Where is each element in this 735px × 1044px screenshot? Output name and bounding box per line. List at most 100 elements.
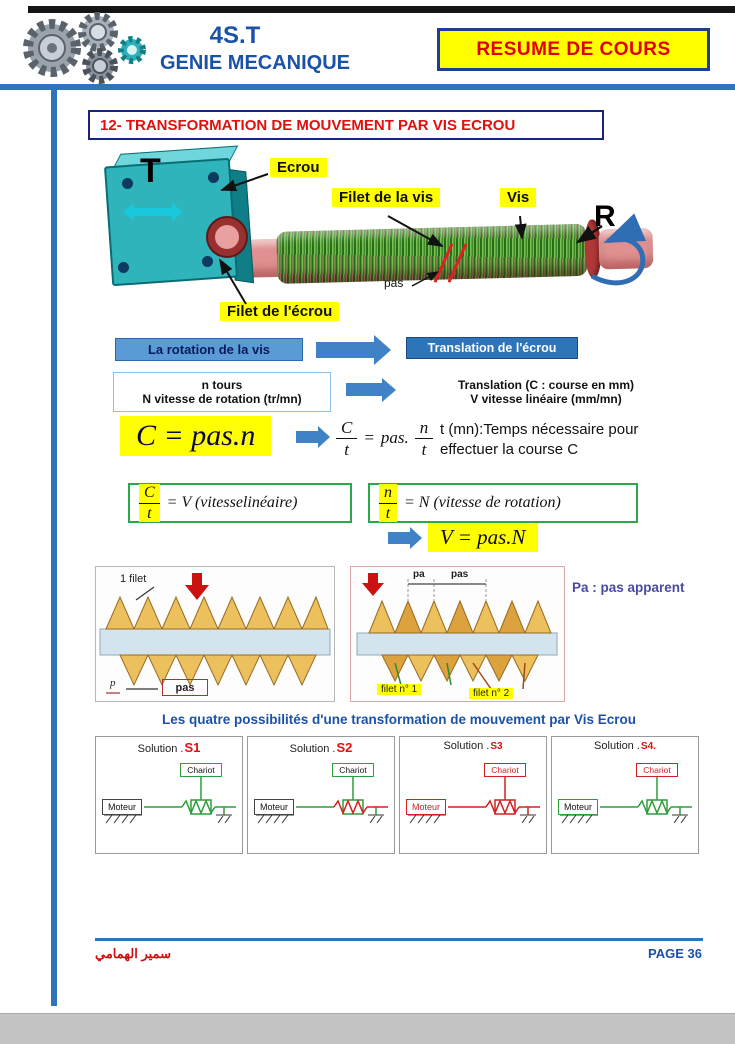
pas-term: pas. — [380, 428, 409, 447]
flow-arrow-icon — [346, 383, 382, 396]
label-ecrou: Ecrou — [270, 158, 327, 177]
v-lineaire-text: V vitesse linéaire (mm/mn) — [470, 392, 622, 406]
frac-den: t — [344, 440, 350, 459]
frac-den: t — [421, 440, 427, 459]
solution-word: Solution . — [137, 743, 184, 755]
solution-panel-4: Solution .S4. Moteur Chariot — [551, 736, 699, 854]
chariot-label: Chariot — [491, 765, 519, 775]
nut-thread-ring — [208, 218, 246, 256]
pa-label: pa — [413, 569, 425, 580]
single-thread-drawing — [99, 573, 331, 694]
gears-logo — [10, 8, 155, 84]
translation-box: Translation de l'écrou — [406, 337, 578, 359]
formula-derivative: C t = pas. n t — [336, 418, 434, 459]
pas-label: pas — [451, 569, 469, 580]
nut-hole — [208, 172, 219, 183]
v-definition-box: C t = V (vitesselinéaire) — [128, 483, 352, 523]
p-label: p — [110, 677, 116, 689]
frac-num: n — [414, 418, 434, 439]
screw-shaft — [234, 217, 655, 288]
author-name: سمير الهمامي — [95, 946, 171, 961]
moteur-label: Moteur — [107, 802, 136, 812]
frac-c-t: C t — [336, 418, 358, 459]
translation-course-text: Translation (C : course en mm) — [457, 378, 635, 392]
time-note-line1: t (mn):Temps nécessaire pour — [440, 421, 639, 438]
screw-right-end — [598, 228, 654, 270]
solution-word: Solution . — [594, 740, 640, 752]
n-definition-box: n t = N (vitesse de rotation) — [368, 483, 638, 523]
frac-num: C — [336, 418, 358, 439]
frac-num: n — [379, 484, 397, 504]
solution-schematic — [408, 777, 540, 824]
time-note: t (mn):Temps nécessaire pour effectuer l… — [440, 420, 702, 459]
bottom-edge-strip — [0, 1013, 735, 1044]
moteur-label: Moteur — [411, 802, 440, 812]
header-class-label: 4S.T — [209, 22, 261, 49]
chariot-box: Chariot — [484, 763, 526, 777]
solution-word: Solution . — [443, 740, 490, 752]
time-note-line2: effectuer la course C — [440, 440, 579, 458]
moteur-box: Moteur — [558, 799, 598, 815]
v-definition-text: = V (vitesselinéaire) — [166, 494, 298, 511]
frac-den: t — [147, 505, 152, 522]
double-thread-figure: pa pas filet n° 1 filet n° 2 — [350, 566, 565, 702]
one-filet-label: 1 filet — [120, 573, 147, 585]
translation-box-text: Translation de l'écrou — [427, 341, 557, 355]
moteur-box: Moteur — [102, 799, 142, 815]
course-banner: RESUME DE COURS — [437, 28, 710, 71]
label-filet-ecrou: Filet de l'écrou — [220, 302, 340, 321]
n-vitesse-text: N vitesse de rotation (tr/mn) — [142, 392, 302, 406]
solutions-heading: Les quatre possibilités d'une transforma… — [161, 712, 637, 727]
screw-threads — [276, 223, 588, 284]
nut-hole — [118, 262, 129, 273]
solution-code: S2 — [336, 740, 353, 755]
frac-num: C — [139, 484, 160, 504]
solution-code: S1 — [184, 740, 201, 755]
chariot-box: Chariot — [332, 763, 374, 777]
solution-panel-2: Solution .S2 Moteur Chariot — [247, 736, 395, 854]
pas-box-label: pas — [162, 679, 208, 696]
solution-panel-1: Solution .S1 Moteur Chariot — [95, 736, 243, 854]
solution-panel-3: Solution .S3 Moteur Chariot — [399, 736, 547, 854]
solution-schematic — [104, 777, 236, 824]
filet2-label: filet n° 2 — [469, 688, 514, 699]
moteur-label: Moteur — [259, 802, 288, 812]
formula-course: C = pas.n — [120, 416, 272, 456]
screw-nut-illustration: T Ecrou Filet de la vis Vis R pas Filet … — [90, 145, 710, 334]
course-banner-text: RESUME DE COURS — [476, 38, 671, 60]
solution-word: Solution . — [289, 743, 336, 755]
filet1-label: filet n° 1 — [377, 684, 422, 695]
chariot-label: Chariot — [643, 765, 671, 775]
output-values-text: Translation (C : course en mm) V vitesse… — [418, 374, 674, 410]
label-pas: pas — [384, 276, 404, 290]
moteur-label: Moteur — [563, 802, 592, 812]
formula-arrow-icon — [296, 431, 318, 443]
translation-letter: T — [140, 152, 161, 190]
chariot-box: Chariot — [636, 763, 678, 777]
chariot-label: Chariot — [187, 765, 215, 775]
frac-n-t-highlight: n t — [379, 484, 397, 522]
footer-divider — [95, 938, 703, 941]
n-definition-text: = N (vitesse de rotation) — [404, 494, 561, 511]
pas-apparent-note: Pa : pas apparent — [572, 580, 685, 595]
label-vis: Vis — [500, 188, 537, 207]
section-title: 12- TRANSFORMATION DE MOUVEMENT PAR VIS … — [100, 116, 516, 134]
page-number: PAGE 36 — [648, 946, 702, 961]
top-edge-strip — [28, 6, 735, 13]
label-filet-vis: Filet de la vis — [332, 188, 441, 207]
nut-hole — [202, 256, 213, 267]
double-thread-drawing — [356, 573, 558, 690]
input-values-box: n tours N vitesse de rotation (tr/mn) — [113, 372, 331, 412]
rotation-letter: R — [594, 200, 616, 233]
solution-schematic — [560, 777, 692, 824]
header-subject-label: GENIE MECANIQUE — [159, 52, 351, 74]
n-tours-text: n tours — [201, 378, 243, 392]
moteur-box: Moteur — [254, 799, 294, 815]
flow-arrow-icon — [316, 342, 374, 358]
chariot-label: Chariot — [339, 765, 367, 775]
rotation-box: La rotation de la vis — [115, 338, 303, 361]
solution-schematic — [256, 777, 388, 824]
section-title-box: 12- TRANSFORMATION DE MOUVEMENT PAR VIS … — [88, 110, 604, 140]
left-margin-bar — [51, 90, 57, 1006]
frac-den: t — [385, 505, 391, 522]
